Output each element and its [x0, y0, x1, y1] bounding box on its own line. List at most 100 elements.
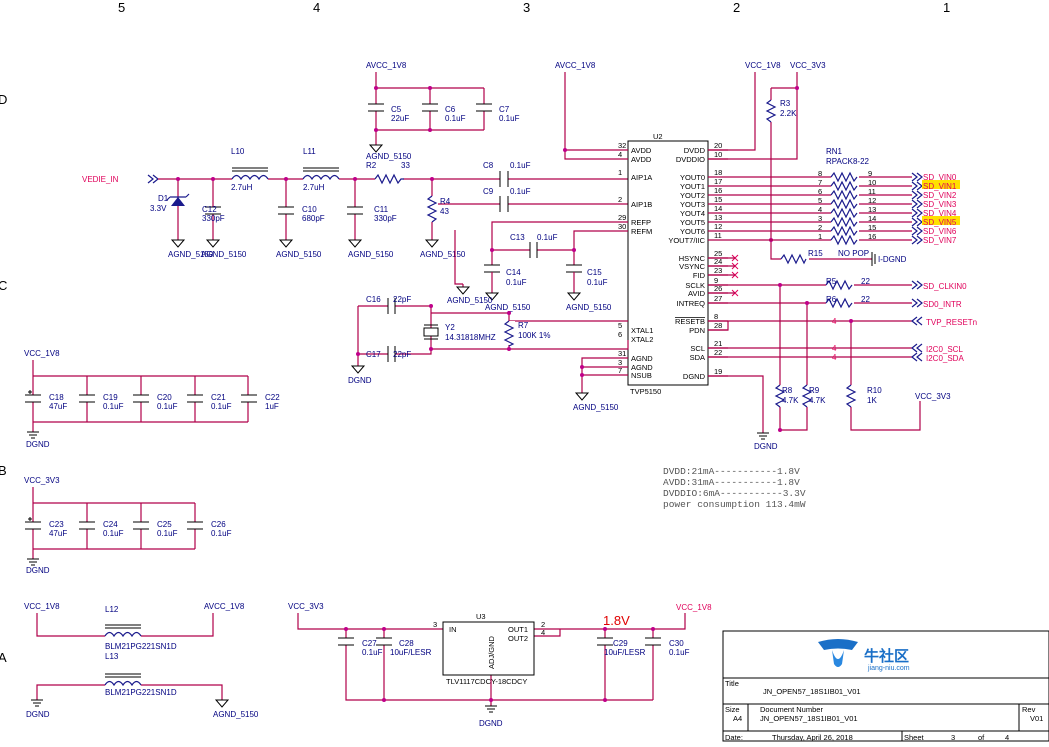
resistor-r7: [503, 320, 515, 347]
label-c7: C7: [499, 105, 510, 114]
pin-out1: OUT1: [508, 625, 528, 634]
gnd-label: DGND: [479, 719, 503, 728]
note-line: AVDD:31mA-----------1.8V: [663, 477, 800, 488]
resistor-r8: [774, 384, 786, 408]
value-c26: 0.1uF: [211, 529, 232, 538]
col-2: 2: [733, 0, 740, 15]
size-value: A4: [733, 714, 742, 723]
rail-vcc-1v8-out: VCC_1V8: [676, 603, 712, 612]
label-c16: C16: [366, 295, 381, 304]
rpack-pin: 1: [818, 232, 822, 241]
net-sd_vin1: SD_VIN1: [923, 182, 957, 191]
u2-pin-number: 10: [714, 150, 722, 159]
sheet-label: Sheet: [904, 733, 925, 742]
value-c5: 22uF: [391, 114, 409, 123]
value-l12: BLM21PG221SN1D: [105, 642, 177, 651]
value-c10: 680pF: [302, 214, 325, 223]
u2-pin-number: 4: [618, 150, 622, 159]
value-r2: 33: [401, 161, 410, 170]
title-block: 牛社区 jiang-niu.com Title JN_OPEN57_18S1IB…: [722, 630, 1049, 742]
title-label: Title: [725, 679, 739, 688]
rail-vcc-3v3: VCC_3V3: [24, 476, 60, 485]
size-label: Size: [725, 705, 740, 714]
gnd-label: I-DGND: [878, 255, 907, 264]
u2-pin-number: 18: [714, 168, 722, 177]
value-c20: 0.1uF: [157, 402, 178, 411]
value-l11: 2.7uH: [303, 183, 325, 192]
value-c21: 0.1uF: [211, 402, 232, 411]
u2-pin-name: AVID: [688, 289, 706, 298]
rpack-pin: 7: [818, 178, 822, 187]
u2-pin-number: 24: [714, 257, 722, 266]
u2-pin-name: INTREQ: [677, 299, 706, 308]
ldo-u3: VCC_3V3 U3 IN OUT1 OUT2 ADJ/GND 3 2 4 TL…: [288, 602, 712, 728]
u2-pin-name: RESETB: [675, 317, 705, 326]
label-y2: Y2: [445, 323, 455, 332]
rpack-resistor: [830, 198, 858, 210]
net-sd_vin6: SD_VIN6: [923, 227, 957, 236]
value-c19: 0.1uF: [103, 402, 124, 411]
label-c24: C24: [103, 520, 118, 529]
u2-pin-name: PDN: [689, 326, 705, 335]
rpack-pin: 5: [818, 196, 822, 205]
rev-label: Rev: [1022, 705, 1036, 714]
label-c15: C15: [587, 268, 602, 277]
label-c13: C13: [510, 233, 525, 242]
label-c6: C6: [445, 105, 456, 114]
value-c24: 0.1uF: [103, 529, 124, 538]
u2-pin-number: 22: [714, 348, 722, 357]
u2-pin-name: REFM: [631, 227, 652, 236]
u2-pin-number: 29: [618, 213, 626, 222]
rpack-part: RPACK8-22: [826, 157, 870, 166]
u2-pin-name: YOUT3: [680, 200, 705, 209]
u2-pin-number: 28: [714, 321, 722, 330]
rpack-pin: 9: [868, 169, 872, 178]
label-l10: L10: [231, 147, 245, 156]
net-i2c0-scl: I2C0_SCL: [926, 345, 963, 354]
u2-pin-number: 5: [618, 321, 622, 330]
output-voltage: 1.8V: [603, 613, 630, 628]
value-c25: 0.1uF: [157, 529, 178, 538]
row-labels: D C B A: [0, 92, 7, 665]
value-r7: 100K 1%: [518, 331, 550, 340]
rail-vcc-1v8: VCC_1V8: [24, 349, 60, 358]
label-r4: R4: [440, 197, 451, 206]
u2-pin-name: DGND: [683, 372, 706, 381]
resistor-r3: [765, 99, 777, 123]
label-r2: R2: [366, 161, 377, 170]
u2-pin-name: SDA: [690, 353, 705, 362]
u2-pin-name: VSYNC: [679, 262, 705, 271]
gnd-label: AGND_5150: [168, 250, 214, 259]
row-b: B: [0, 463, 7, 478]
value-c27: 0.1uF: [362, 648, 383, 657]
col-3: 3: [523, 0, 530, 15]
vcc33-decoupling: VCC_3V3 C2347uFC240.1uFC250.1uFC260.1uF …: [24, 476, 232, 575]
value-l13: BLM21PG221SN1D: [105, 688, 177, 697]
resistor-r2: [374, 173, 404, 185]
bead-l12: [104, 631, 142, 638]
value-r3: 2.2K: [780, 109, 797, 118]
column-labels: 5 4 3 2 1: [118, 0, 950, 15]
label-c28: C28: [399, 639, 414, 648]
value-c6: 0.1uF: [445, 114, 466, 123]
gnd-label: DGND: [26, 566, 50, 575]
net-tvp-resetn: TVP_RESETn: [926, 318, 977, 327]
pin-out2: OUT2: [508, 634, 528, 643]
gnd-label: DGND: [26, 440, 50, 449]
label-c18: C18: [49, 393, 64, 402]
u2-pin-name: FID: [693, 271, 706, 280]
of-label: of: [978, 733, 985, 742]
label-c30: C30: [669, 639, 684, 648]
rpack-resistor: [830, 189, 858, 201]
rpack-pin: 12: [868, 196, 876, 205]
rpack-resistor: [830, 225, 858, 237]
value-c30: 0.1uF: [669, 648, 690, 657]
u2-pin-number: 6: [618, 330, 622, 339]
label-c17: C17: [366, 350, 381, 359]
pin-num: 2: [541, 620, 545, 629]
input-port-icon: [147, 174, 159, 184]
u2-pin-name: XTAL2: [631, 335, 653, 344]
docnum-label: Document Number: [760, 705, 823, 714]
col-1: 1: [943, 0, 950, 15]
value-c15: 0.1uF: [587, 278, 608, 287]
